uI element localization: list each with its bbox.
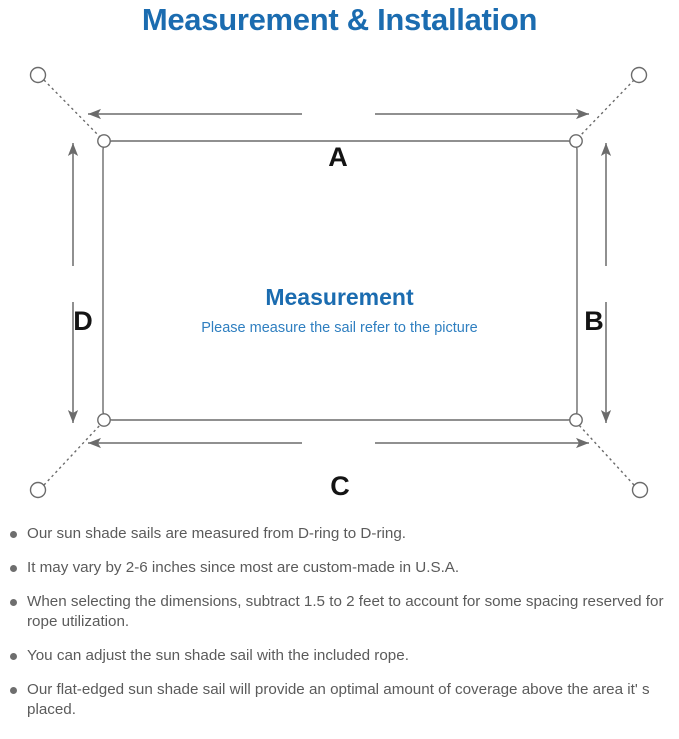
d-rings (97, 134, 583, 427)
page-title: Measurement & Installation (141, 2, 538, 37)
bullet-icon (10, 565, 17, 572)
measurement-diagram: Measurement Please measure the sail refe… (0, 44, 679, 518)
bullet-icon (10, 687, 17, 694)
list-item-text: Our sun shade sails are measured from D-… (27, 525, 406, 542)
d-ring-bottom-left (97, 413, 111, 427)
anchor-point-top-left (29, 66, 47, 84)
list-item: It may vary by 2-6 inches since most are… (0, 558, 679, 578)
dimension-label-a: A (328, 142, 348, 172)
d-ring-bottom-right (569, 413, 583, 427)
list-item: Our sun shade sails are measured from D-… (0, 524, 679, 544)
bullet-icon (10, 599, 17, 606)
anchor-point-bottom-right (631, 481, 649, 499)
rope-top-right (577, 79, 635, 139)
anchor-points (29, 66, 649, 499)
rope-bottom-right (577, 423, 635, 486)
anchor-rope-lines (43, 79, 635, 486)
shade-sail-body (102, 140, 578, 421)
d-ring-top-right (569, 134, 583, 148)
list-item: Our flat-edged sun shade sail will provi… (0, 680, 679, 720)
bullet-icon (10, 531, 17, 538)
list-item-text: It may vary by 2-6 inches since most are… (27, 559, 460, 576)
anchor-point-bottom-left (29, 481, 47, 499)
diagram-svg (29, 66, 649, 499)
list-item-text: When selecting the dimensions, subtract … (27, 593, 664, 630)
diagram-center-subtext: Please measure the sail refer to the pic… (201, 320, 478, 336)
bullet-icon (10, 653, 17, 660)
list-item: You can adjust the sun shade sail with t… (0, 646, 679, 666)
list-item: When selecting the dimensions, subtract … (0, 592, 679, 632)
diagram-center-heading: Measurement (265, 284, 414, 310)
list-item-text: You can adjust the sun shade sail with t… (27, 647, 409, 664)
rope-top-left (43, 79, 102, 139)
list-item-text: Our flat-edged sun shade sail will provi… (27, 681, 650, 718)
dimension-label-d: D (73, 306, 93, 336)
dimension-label-c: C (330, 471, 350, 501)
notes-list: Our sun shade sails are measured from D-… (0, 524, 679, 720)
rope-bottom-left (43, 423, 102, 486)
d-ring-top-left (97, 134, 111, 148)
anchor-point-top-right (630, 66, 648, 84)
dimension-label-b: B (584, 306, 604, 336)
